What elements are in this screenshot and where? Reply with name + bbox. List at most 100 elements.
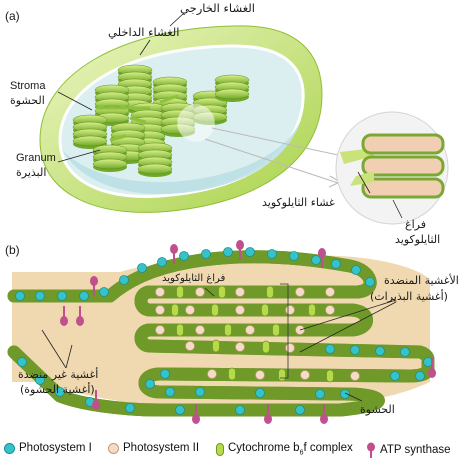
photosystem-i: [365, 277, 375, 287]
legend-ps2-label: Photosystem II: [123, 442, 200, 454]
photosystem-i: [331, 259, 341, 269]
legend-atp: ATP synthase: [366, 442, 451, 458]
cytochrome-b6f-complex: [308, 303, 316, 317]
atp-swatch: [367, 442, 375, 458]
stacked-membranes-label-2: (أغشية البذيرات): [370, 290, 448, 303]
thylakoid-space-label-1: فراغ: [405, 218, 426, 231]
photosystem-ii: [300, 370, 310, 380]
atp-synthase: [90, 276, 98, 296]
photosystem-i: [125, 403, 135, 413]
photosystem-i: [315, 389, 325, 399]
photosystem-i: [340, 389, 350, 399]
photosystem-i: [351, 265, 361, 275]
cytochrome-b6f-complex: [218, 285, 226, 299]
outer-membrane-label: الغشاء الخارجي: [180, 1, 255, 15]
ps1-swatch: [4, 442, 15, 454]
cyt-swatch: [216, 442, 224, 456]
photosystem-i: [400, 347, 410, 357]
cytochrome-b6f-complex: [212, 339, 220, 353]
atp-synthase: [264, 404, 272, 424]
photosystem-ii: [295, 287, 305, 297]
photosystem-i: [267, 249, 277, 259]
photosystem-ii: [155, 325, 165, 335]
grana-stacks: [72, 64, 250, 177]
photosystem-i: [55, 387, 65, 397]
photosystem-ii: [155, 287, 165, 297]
photosystem-ii: [235, 305, 245, 315]
photosystem-ii: [235, 287, 245, 297]
photosystem-i: [165, 387, 175, 397]
stroma-label-b: الحشوة: [360, 403, 395, 416]
atp-synthase: [170, 244, 178, 264]
granum-stack: [72, 114, 108, 149]
photosystem-i: [223, 247, 233, 257]
photosystem-i: [145, 379, 155, 389]
photosystem-ii: [285, 343, 295, 353]
photosystem-i: [235, 405, 245, 415]
photosystem-i: [15, 291, 25, 301]
legend-ps1: Photosystem I: [4, 442, 92, 454]
ps2-swatch: [108, 442, 119, 454]
cytochrome-b6f-complex: [176, 323, 184, 337]
photosystem-ii: [235, 342, 245, 352]
cytochrome-b6f-complex: [272, 323, 280, 337]
photosystem-i: [255, 388, 265, 398]
legend-ps1-label: Photosystem I: [19, 442, 92, 454]
atp-synthase: [236, 240, 244, 260]
photosystem-i: [119, 275, 129, 285]
photosystem-i: [160, 369, 170, 379]
photosystem-i: [350, 345, 360, 355]
photosystem-i: [157, 257, 167, 267]
inner-membrane-label: الغشاء الداخلي: [108, 25, 180, 39]
atp-synthase: [76, 306, 84, 326]
granum-label-en: Granum: [16, 152, 56, 164]
photosystem-i: [325, 344, 335, 354]
cytochrome-b6f-complex: [171, 303, 179, 317]
photosystem-i: [201, 249, 211, 259]
cytochrome-b6f-complex: [266, 285, 274, 299]
photosystem-ii: [155, 305, 165, 315]
legend-ps2: Photosystem II: [108, 442, 199, 454]
stroma-lamella: [129, 116, 147, 124]
photosystem-i: [390, 371, 400, 381]
photosystem-ii: [207, 369, 217, 379]
photosystem-ii: [195, 325, 205, 335]
photosystem-i: [137, 263, 147, 273]
photosystem-i: [57, 291, 67, 301]
unstacked-membranes-label-1: أغشية غير منضدة: [18, 368, 99, 381]
atp-synthase: [428, 358, 436, 378]
stroma-label-ar: الحشوة: [10, 94, 45, 107]
photosystem-ii: [325, 287, 335, 297]
photosystem-i: [375, 346, 385, 356]
granum-stack: [214, 74, 250, 102]
cytochrome-b6f-complex: [326, 369, 334, 383]
photosystem-ii: [255, 370, 265, 380]
granum-stack: [92, 144, 128, 172]
cytochrome-b6f-complex: [176, 285, 184, 299]
photosystem-i: [289, 251, 299, 261]
legend-cyt: Cytochrome b6f complex: [216, 442, 353, 456]
cytochrome-b6f-complex: [261, 303, 269, 317]
photosystem-i: [79, 291, 89, 301]
legend-atp-label: ATP synthase: [380, 444, 451, 456]
photosystem-i: [35, 291, 45, 301]
stroma-lamella: [159, 94, 179, 104]
legend: Photosystem I Photosystem II Cytochrome …: [0, 438, 474, 462]
photosystem-i: [195, 387, 205, 397]
thylakoid-membrane-label: غشاء الثايلوكويد: [262, 196, 335, 209]
chloroplast-illustration: [39, 12, 449, 225]
thylakoid-space-label-2: الثايلوكويد: [395, 233, 441, 246]
atp-synthase: [318, 248, 326, 268]
photosystem-i: [295, 405, 305, 415]
photosystem-i: [311, 255, 321, 265]
photosystem-ii: [325, 305, 335, 315]
photosystem-i: [35, 375, 45, 385]
panel-b-tag: (b): [5, 243, 20, 257]
photosystem-ii: [285, 305, 295, 315]
photosystem-i: [179, 251, 189, 261]
magnifier-circle: [177, 104, 215, 142]
thylakoid-membrane-diagram: [7, 240, 436, 424]
cytochrome-b6f-complex: [228, 367, 236, 381]
panel-a-tag: (a): [5, 9, 20, 23]
